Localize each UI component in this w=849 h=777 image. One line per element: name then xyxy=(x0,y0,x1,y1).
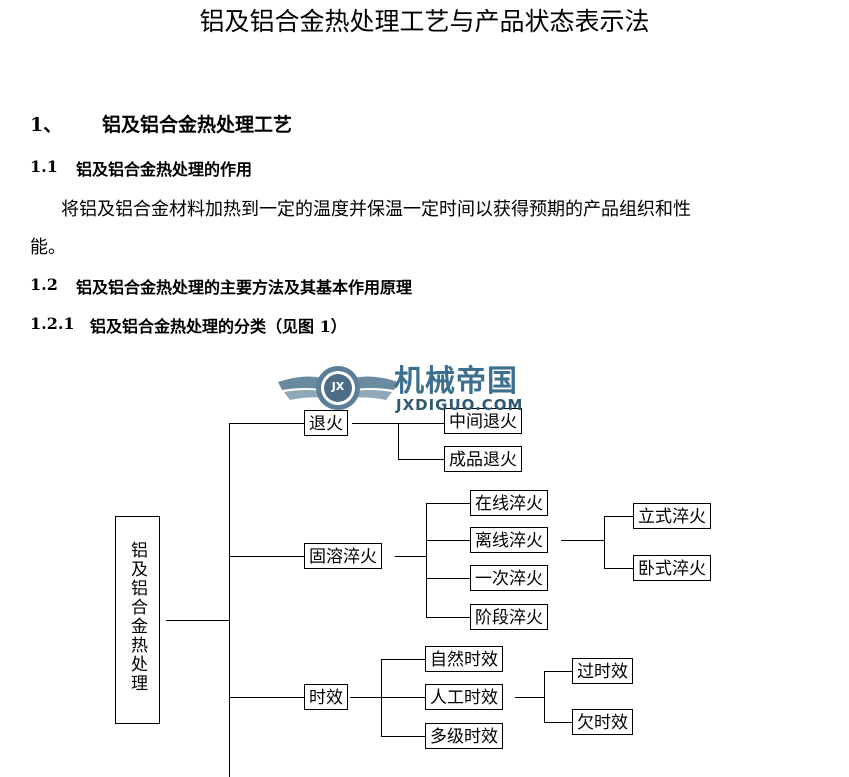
subsubsection-number: 1.2.1 xyxy=(30,314,75,333)
node-vertical: 立式淬火 xyxy=(633,503,711,529)
connector xyxy=(381,659,382,737)
connector xyxy=(381,659,426,660)
node-staged: 阶段淬火 xyxy=(470,604,548,630)
node-natural: 自然时效 xyxy=(425,646,503,672)
connector xyxy=(395,556,427,557)
paragraph-line: 将铝及铝合金材料加热到一定的温度并保温一定时间以获得预期的产品组织和性 xyxy=(61,199,691,220)
node-single: 一次淬火 xyxy=(470,565,548,591)
node-multi: 多级时效 xyxy=(425,723,503,749)
connector xyxy=(381,736,426,737)
watermark-en: JXDIGUO.COM xyxy=(396,396,524,414)
node-artificial: 人工时效 xyxy=(425,684,503,710)
connector xyxy=(544,671,573,672)
connector xyxy=(166,620,230,621)
subsection-heading: 铝及铝合金热处理的作用 xyxy=(76,160,253,179)
winged-gear-icon xyxy=(278,366,398,410)
section-heading: 铝及铝合金热处理工艺 xyxy=(102,114,293,136)
subsection-heading: 铝及铝合金热处理的主要方法及其基本作用原理 xyxy=(76,278,413,297)
connector xyxy=(426,578,471,579)
root-node: 铝及铝合金热处理 xyxy=(115,516,160,724)
node-offline: 离线淬火 xyxy=(470,527,548,553)
connector xyxy=(544,671,545,723)
connector xyxy=(229,697,305,698)
section-number: 1、 xyxy=(30,114,63,136)
subsubsection-heading: 铝及铝合金热处理的分类（见图 1） xyxy=(90,317,347,336)
node-horizontal: 卧式淬火 xyxy=(633,555,711,581)
connector xyxy=(381,697,426,698)
connector xyxy=(544,722,573,723)
node-aging: 时效 xyxy=(304,684,348,710)
node-final-anneal: 成品退火 xyxy=(444,446,522,472)
connector xyxy=(515,697,545,698)
connector xyxy=(426,540,471,541)
node-over: 过时效 xyxy=(572,658,633,684)
connector xyxy=(604,568,634,569)
connector xyxy=(561,540,605,541)
node-solution: 固溶淬火 xyxy=(304,543,382,569)
node-anneal: 退火 xyxy=(304,410,348,436)
page-title: 铝及铝合金热处理工艺与产品状态表示法 xyxy=(199,7,650,36)
node-online: 在线淬火 xyxy=(470,490,548,516)
connector xyxy=(350,697,382,698)
watermark-cn: 机械帝国 xyxy=(394,364,518,399)
node-mid-anneal: 中间退火 xyxy=(444,408,522,434)
paragraph-line: 能。 xyxy=(30,237,66,258)
node-under: 欠时效 xyxy=(572,709,633,735)
connector xyxy=(229,423,305,424)
connector xyxy=(426,503,471,504)
subsection-number: 1.2 xyxy=(30,275,58,294)
subsection-number: 1.1 xyxy=(30,157,58,176)
connector xyxy=(426,503,427,618)
connector xyxy=(229,423,230,777)
connector xyxy=(398,423,399,460)
connector xyxy=(229,556,305,557)
connector xyxy=(426,617,471,618)
connector xyxy=(398,459,445,460)
watermark-logo: JX 机械帝国 JXDIGUO.COM xyxy=(278,360,578,416)
connector xyxy=(604,516,605,569)
connector xyxy=(604,516,634,517)
emblem-text: JX xyxy=(331,380,345,393)
